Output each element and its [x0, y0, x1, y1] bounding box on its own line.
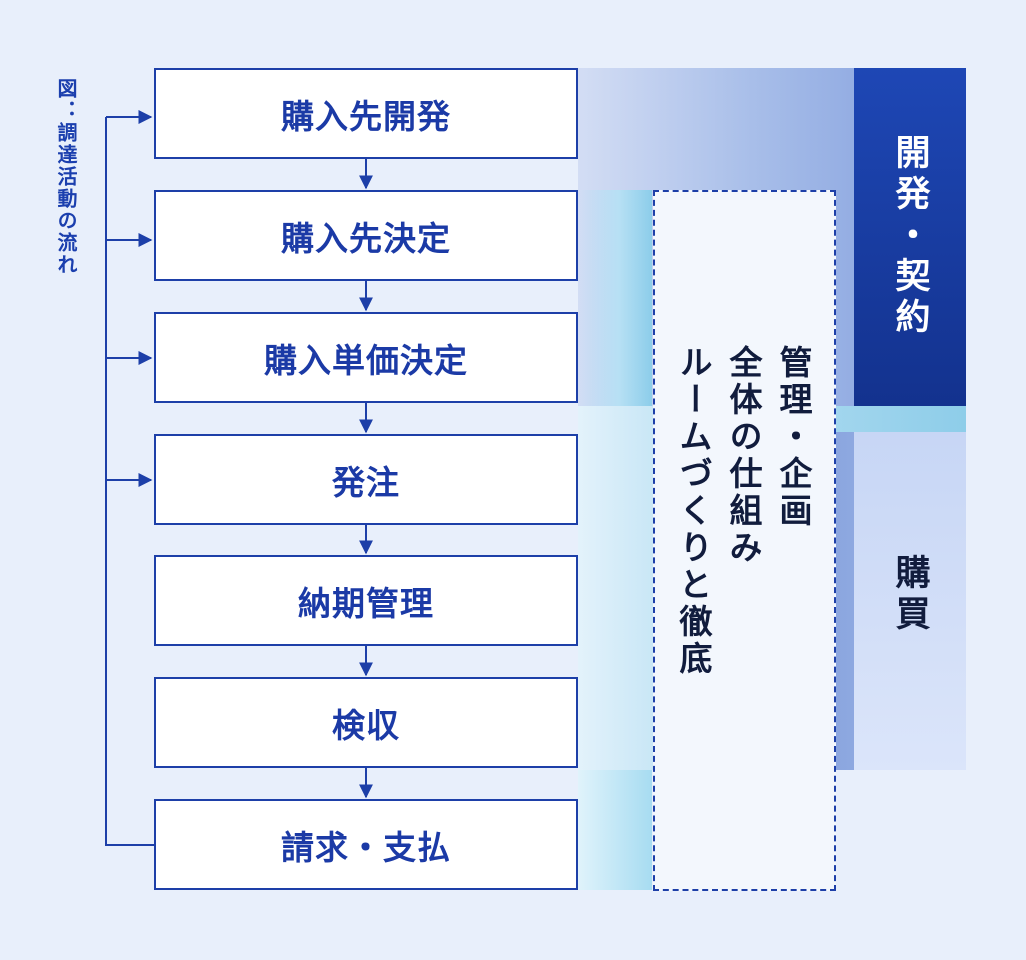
settlement-band: [578, 770, 652, 890]
management-box: [653, 190, 836, 891]
step-unit-price-decision: 購入単価決定: [154, 312, 578, 403]
step-billing-payment: 請求・支払: [154, 799, 578, 890]
step-ordering: 発注: [154, 434, 578, 525]
management-line-3: ルームづくりと徹底: [674, 345, 713, 678]
step-supplier-selection: 購入先決定: [154, 190, 578, 281]
phase-label-development-text: 開発・契約: [889, 134, 930, 339]
feedback-loop-line: [105, 117, 154, 846]
step-delivery-management: 納期管理: [154, 555, 578, 646]
phase-label-purchasing-text: 購買: [889, 554, 930, 636]
step-inspection: 検収: [154, 677, 578, 768]
step-supplier-development: 購入先開発: [154, 68, 578, 159]
phase-label-purchasing: 購買: [854, 432, 966, 770]
management-line-2: 全体の仕組み: [724, 345, 763, 567]
diagram-caption: 図：調達活動の流れ: [54, 78, 78, 276]
cyan-accent-band: [578, 190, 652, 406]
phase-label-development: 開発・契約: [854, 68, 966, 406]
management-title: 管理・企画: [774, 345, 813, 530]
